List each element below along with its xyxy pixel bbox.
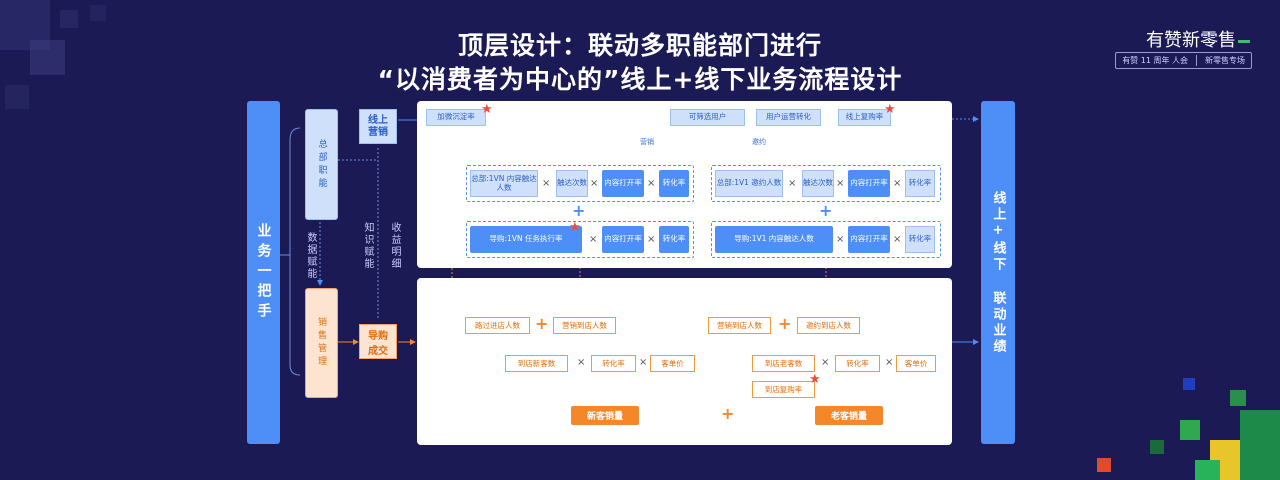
left-row2-box2: 内容打开率 xyxy=(602,226,644,253)
right-mid-box2: 转化率 xyxy=(835,355,880,372)
times-sign: × xyxy=(885,357,894,368)
online-marketing-box: 线上营销 xyxy=(359,109,397,144)
decor-square xyxy=(1195,460,1220,480)
decor-square xyxy=(90,5,106,21)
branch-marketing-label: 营销 xyxy=(640,138,654,146)
left-top-box2: 营销到店人数 xyxy=(553,317,616,334)
left-row2-box1: 导购:1VN 任务执行率 xyxy=(470,226,582,253)
right-top-box1: 营销到店人数 xyxy=(708,317,771,334)
right-row1-box4: 转化率 xyxy=(905,170,935,197)
page-subtitle: “以消费者为中心的”线上+线下业务流程设计 xyxy=(377,65,903,94)
left-row1-box2: 触达次数 xyxy=(556,170,588,197)
decor-square xyxy=(60,10,78,28)
right-row1-box2: 触达次数 xyxy=(802,170,834,197)
star-icon: ★ xyxy=(569,220,581,235)
right-pillar: 线上+线下 联动业绩 xyxy=(981,101,1015,444)
times-sign: × xyxy=(788,178,797,189)
knowledge-empower-label: 知识赋能 xyxy=(362,222,373,270)
top-step-2: 可筛选用户 xyxy=(670,109,745,126)
times-sign: × xyxy=(836,234,845,245)
decor-square xyxy=(1097,458,1111,472)
left-row1-group xyxy=(466,165,694,202)
decor-square xyxy=(1180,420,1200,440)
decor-square xyxy=(1150,440,1164,454)
plus-sign: + xyxy=(572,201,586,220)
plus-sign: + xyxy=(535,314,549,333)
hq-box: 总部职能 xyxy=(305,109,338,220)
right-row1-box1: 总部:1V1 邀约人数 xyxy=(715,170,783,197)
old-customer-sales: 老客销量 xyxy=(815,406,883,425)
top-step-1: 加微沉淀率 xyxy=(426,109,486,126)
times-sign: × xyxy=(589,234,598,245)
sales-mgmt-box: 销售管理 xyxy=(305,288,338,398)
plus-sign: + xyxy=(721,404,735,423)
left-row1-box3: 内容打开率 xyxy=(602,170,644,197)
decor-square xyxy=(1240,410,1280,480)
decor-square xyxy=(1183,378,1195,390)
star-icon: ★ xyxy=(884,102,896,117)
left-mid-box3: 客单价 xyxy=(650,355,695,372)
plus-sign: + xyxy=(819,201,833,220)
right-top-box2: 邀约到店人数 xyxy=(797,317,860,334)
new-customer-sales: 新客销量 xyxy=(571,406,639,425)
right-row2-box1: 导购:1V1 内容触达人数 xyxy=(715,226,833,253)
right-row2-box3: 转化率 xyxy=(905,226,935,253)
times-sign: × xyxy=(821,357,830,368)
right-row2-group xyxy=(711,221,941,258)
right-row1-box3: 内容打开率 xyxy=(848,170,890,197)
right-extra-box: 到店复购率 xyxy=(752,381,815,398)
star-icon: ★ xyxy=(809,372,821,387)
decor-square xyxy=(30,40,65,75)
decor-square xyxy=(1230,390,1246,406)
plus-sign: + xyxy=(778,314,792,333)
brand-name: 有赞新零售 xyxy=(1146,26,1250,52)
right-row1-group xyxy=(711,165,941,202)
star-icon: ★ xyxy=(481,102,493,117)
left-row2-box3: 转化率 xyxy=(659,226,689,253)
times-sign: × xyxy=(836,178,845,189)
times-sign: × xyxy=(893,234,902,245)
left-pillar: 业务一把手 xyxy=(247,101,280,444)
times-sign: × xyxy=(577,357,586,368)
times-sign: × xyxy=(893,178,902,189)
times-sign: × xyxy=(639,357,648,368)
times-sign: × xyxy=(590,178,599,189)
page-title: 顶层设计：联动多职能部门进行 xyxy=(457,31,822,60)
right-row2-box2: 内容打开率 xyxy=(848,226,890,253)
data-empower-label: 数据赋能 xyxy=(305,232,316,280)
left-row1-box4: 转化率 xyxy=(659,170,689,197)
right-mid-box1: 到店老客数 xyxy=(752,355,815,372)
decor-square xyxy=(5,85,29,109)
left-row1-box1: 总部:1VN 内容触达人数 xyxy=(470,170,538,197)
times-sign: × xyxy=(647,234,656,245)
top-step-4: 线上复购率 xyxy=(838,109,891,126)
top-step-3: 用户运营转化 xyxy=(756,109,821,126)
left-top-box1: 路过进店人数 xyxy=(465,317,530,334)
left-mid-box2: 转化率 xyxy=(591,355,636,372)
left-row2-group xyxy=(466,221,694,258)
left-mid-box1: 到店新客数 xyxy=(505,355,568,372)
times-sign: × xyxy=(542,178,551,189)
branch-invite-label: 邀约 xyxy=(752,138,766,146)
right-mid-box3: 客单价 xyxy=(896,355,936,372)
times-sign: × xyxy=(647,178,656,189)
revenue-detail-label: 收益明细 xyxy=(389,222,400,270)
guide-deal-box: 导购成交 xyxy=(359,324,397,359)
brand-tags: 有赞 11 周年 人会新零售专场 xyxy=(1115,52,1252,69)
